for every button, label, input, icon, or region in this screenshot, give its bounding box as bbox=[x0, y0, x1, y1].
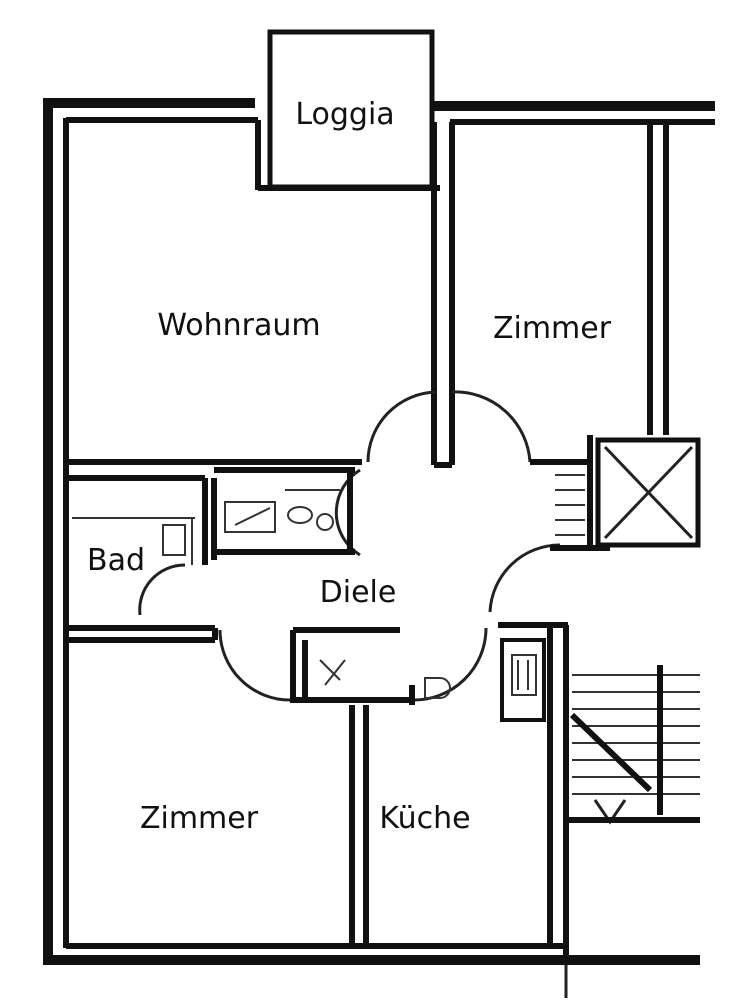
room-label-kueche: Küche bbox=[379, 801, 470, 836]
loggia-box bbox=[255, 29, 440, 191]
elevator-shaft-icon bbox=[595, 437, 701, 548]
right-column bbox=[647, 122, 669, 435]
wohnraum-bottom-wall bbox=[66, 459, 362, 481]
staircase-icon bbox=[566, 665, 700, 825]
room-label-wohnraum: Wohnraum bbox=[157, 308, 320, 343]
partition-zimmer-kueche bbox=[349, 705, 369, 946]
partition-wohnraum-zimmer bbox=[431, 122, 455, 468]
closet bbox=[290, 627, 451, 705]
outer-walls bbox=[43, 98, 715, 965]
room-label-zimmer-right: Zimmer bbox=[493, 311, 612, 346]
small-steps bbox=[530, 435, 610, 551]
kitchen-installation bbox=[498, 622, 569, 960]
room-label-zimmer-bottom: Zimmer bbox=[140, 801, 259, 836]
bathroom-fixtures bbox=[214, 467, 355, 555]
room-label-bad: Bad bbox=[87, 543, 145, 578]
room-label-loggia: Loggia bbox=[295, 97, 394, 132]
room-label-diele: Diele bbox=[320, 575, 397, 610]
